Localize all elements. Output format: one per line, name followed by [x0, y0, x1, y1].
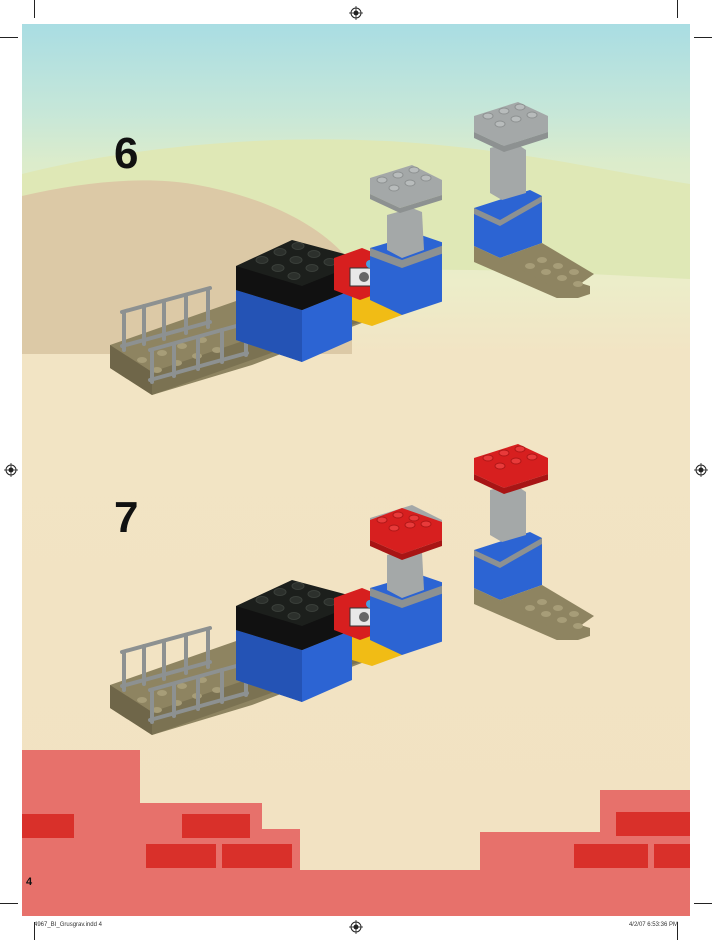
registration-mark-icon [349, 920, 363, 934]
registration-mark-icon [349, 6, 363, 20]
step-number: 6 [114, 129, 139, 178]
brick [616, 812, 690, 836]
brick [574, 844, 648, 868]
slug-timestamp: 4/2/07 6:53:36 PM [628, 922, 678, 928]
crop-mark [34, 0, 35, 18]
brick [222, 844, 292, 868]
step-7-main-model [110, 505, 442, 735]
crop-mark [677, 922, 678, 940]
brick [146, 844, 216, 868]
crop-mark [694, 37, 712, 38]
step-number: 7 [114, 493, 139, 542]
page-number: 4 [26, 876, 33, 888]
crop-mark [0, 903, 18, 904]
crop-mark [34, 922, 35, 940]
brick-wall [22, 750, 690, 916]
crop-mark [0, 37, 18, 38]
crop-mark [694, 903, 712, 904]
brick [182, 814, 250, 838]
brick [654, 844, 690, 868]
step-7-sub-assembly [474, 444, 594, 640]
registration-mark-icon [4, 463, 18, 477]
registration-mark-icon [694, 463, 708, 477]
step-6-sub-assembly [474, 102, 594, 298]
instruction-page: 6 7 [22, 24, 690, 916]
slug-filename: 4967_BI_Grusgrav.indd 4 [34, 922, 102, 928]
crop-mark [677, 0, 678, 18]
brick [22, 814, 74, 838]
step-6-main-model [110, 165, 442, 395]
